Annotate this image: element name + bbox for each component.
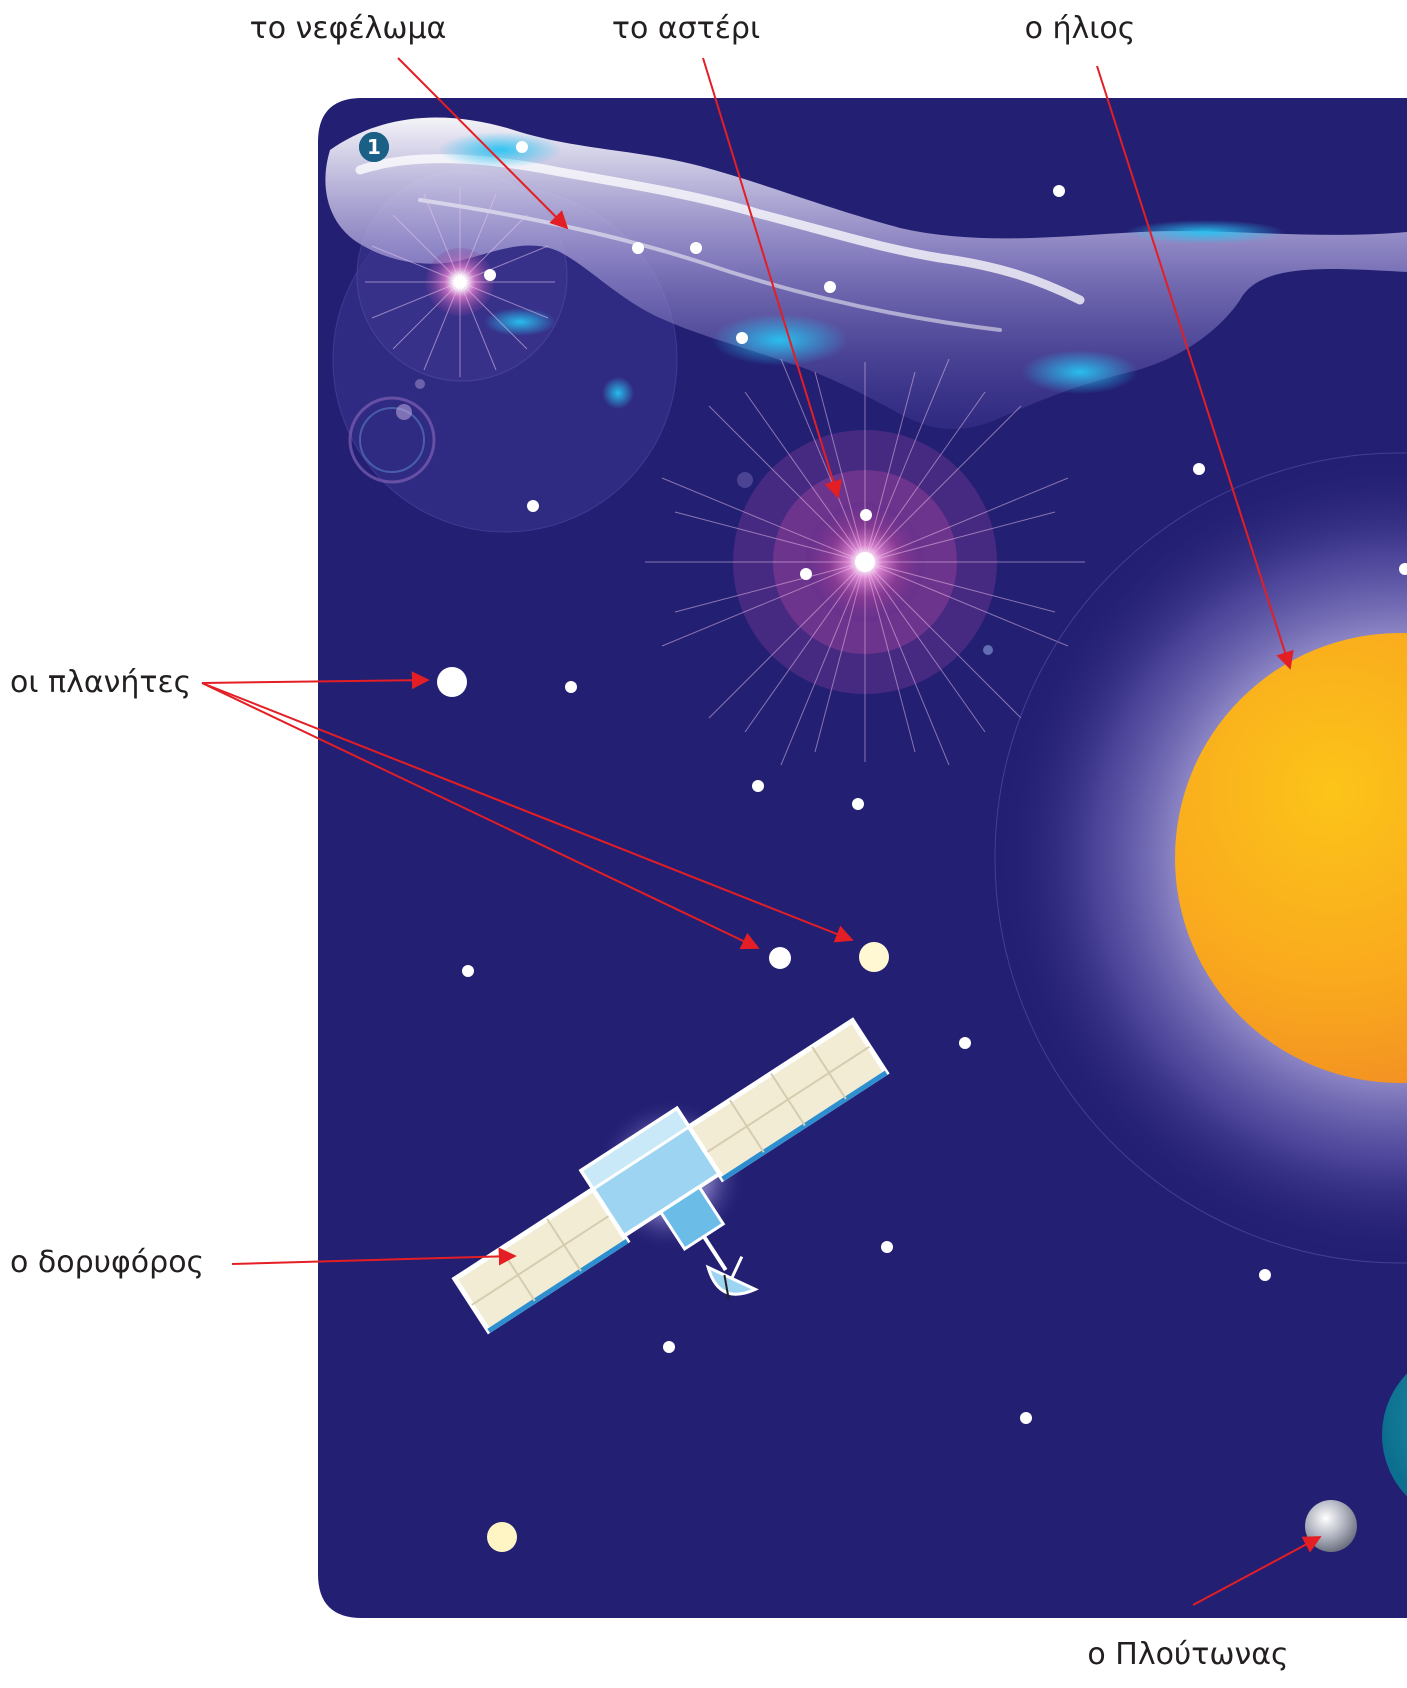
arrow-planet-2 bbox=[201, 682, 760, 950]
pluto bbox=[1305, 1500, 1357, 1552]
nebula-star-burst bbox=[365, 187, 555, 377]
arrow-planet-1 bbox=[201, 671, 430, 690]
label-planets: οι πλανήτες bbox=[10, 665, 192, 700]
planet bbox=[769, 947, 791, 969]
label-satellite: ο δορυφόρος bbox=[10, 1245, 205, 1280]
satellite bbox=[451, 1017, 890, 1335]
space-panel bbox=[318, 98, 1407, 1618]
label-pluto: ο Πλούτωνας bbox=[1087, 1637, 1289, 1672]
arrow-sun bbox=[1096, 65, 1294, 670]
star-burst bbox=[645, 358, 1085, 766]
nebula bbox=[325, 117, 1407, 430]
lens-flare bbox=[348, 379, 993, 655]
sun bbox=[994, 452, 1407, 1264]
label-star: το αστέρι bbox=[611, 11, 761, 46]
small-stars bbox=[462, 141, 1407, 1424]
arrow-star bbox=[702, 57, 842, 499]
planet bbox=[487, 1522, 517, 1552]
arrow-pluto bbox=[1192, 1536, 1322, 1606]
arrow-nebula bbox=[397, 57, 569, 230]
label-nebula: το νεφέλωμα bbox=[249, 11, 447, 46]
arrow-satellite bbox=[231, 1247, 517, 1266]
planet bbox=[859, 942, 889, 972]
planet bbox=[437, 667, 467, 697]
arrow-planet-3 bbox=[201, 682, 854, 943]
label-sun: ο ήλιος bbox=[1024, 11, 1136, 46]
page-number-badge: 1 bbox=[359, 132, 389, 162]
label-arrows bbox=[201, 57, 1322, 1606]
